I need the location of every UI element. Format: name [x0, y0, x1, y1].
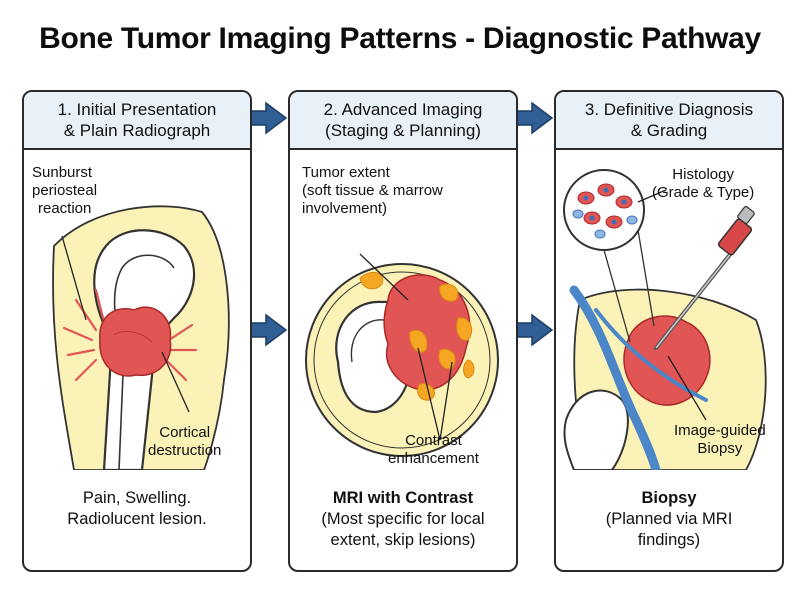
biopsy-needle [654, 205, 755, 350]
panel-3-footer: Biopsy (Planned via MRI findings) [605, 489, 733, 549]
leader-cortical [161, 351, 190, 413]
leader-biopsy [667, 355, 707, 421]
label-histology: Histology (Grade & Type) [652, 166, 755, 201]
blood-vessel [569, 285, 661, 470]
leader-histology [637, 189, 667, 203]
label-sunburst: Sunburst periosteal reaction [32, 164, 98, 217]
panel-1-header: 1. Initial Presentation & Plain Radiogra… [24, 92, 250, 150]
diagram-title: Bone Tumor Imaging Patterns - Diagnostic… [39, 22, 761, 55]
panel-2-footer: MRI with Contrast (Most specific for loc… [321, 489, 485, 549]
panel-advanced-imaging: 2. Advanced Imaging (Staging & Planning)… [288, 90, 518, 572]
panel-definitive-diagnosis: 3. Definitive Diagnosis & Grading [554, 90, 784, 572]
leader-sunburst [61, 235, 87, 321]
panel-2-header: 2. Advanced Imaging (Staging & Planning) [290, 92, 516, 150]
tumor-mass [623, 315, 711, 406]
label-biopsy: Image-guided Biopsy [674, 422, 766, 457]
tumor-mass [99, 306, 172, 377]
panel-3-header: 3. Definitive Diagnosis & Grading [556, 92, 782, 150]
leader-contrast-1 [417, 347, 441, 441]
label-cortical: Cortical destruction [148, 424, 222, 459]
sunburst-spikes [62, 288, 198, 382]
leader-contrast-2 [439, 361, 453, 441]
label-tumor-extent: Tumor extent (soft tissue & marrow invol… [302, 164, 443, 217]
biopsy-illustration [563, 169, 767, 470]
leader-extent [359, 253, 409, 301]
panel-initial-presentation: 1. Initial Presentation & Plain Radiogra… [22, 90, 252, 572]
bone-outline [563, 389, 629, 470]
radiograph-illustration [52, 205, 230, 470]
histology-cells [572, 183, 638, 239]
panel-1-footer: Pain, Swelling. Radiolucent lesion. [67, 489, 207, 528]
mri-illustration [305, 253, 499, 457]
label-contrast: Contrast enhancement [388, 432, 479, 467]
